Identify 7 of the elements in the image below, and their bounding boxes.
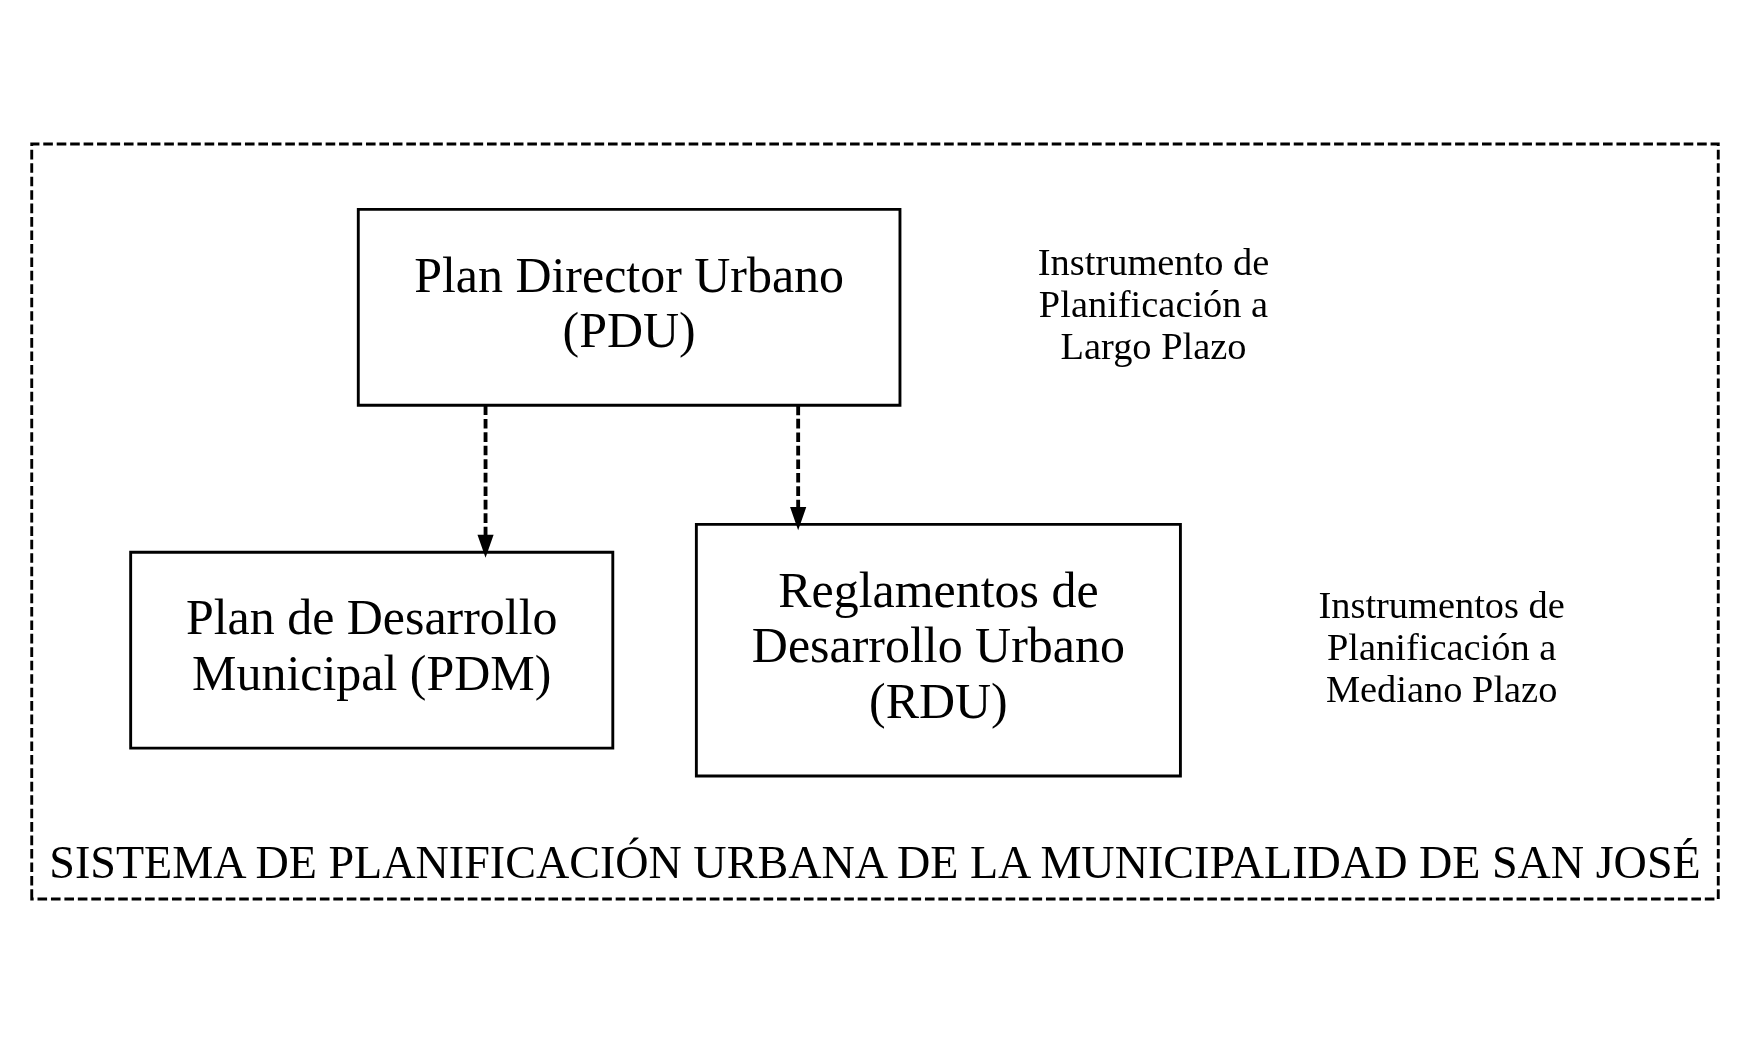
label: Instrumento de Planificación a Largo Plazo: [1037, 240, 1270, 367]
arrow: [477, 405, 494, 558]
node-box: Plan Director Urbano (PDU): [356, 207, 902, 407]
label: Instrumentos de Planificación a Mediano Plazo: [1318, 583, 1565, 710]
node-box: Reglamentos de Desarrollo Urbano (RDU): [694, 522, 1182, 777]
node-box: Plan de Desarrollo Municipal (PDM): [129, 550, 615, 750]
arrow: [790, 405, 807, 530]
